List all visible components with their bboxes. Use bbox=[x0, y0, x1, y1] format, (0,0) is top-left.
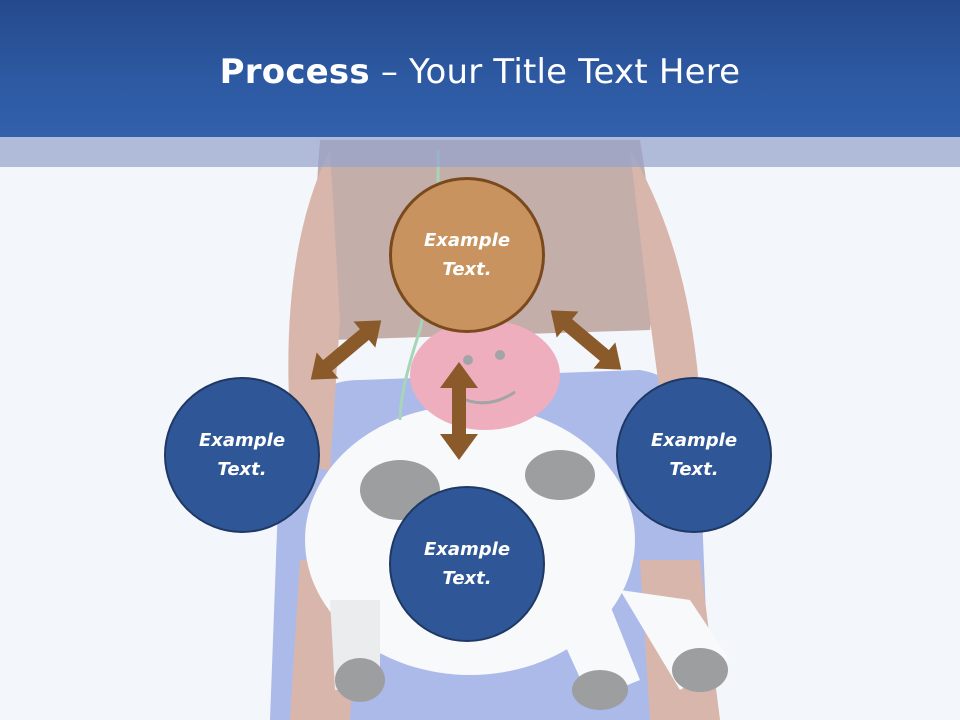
node-top: Example Text. bbox=[389, 177, 545, 333]
slide-title: Process – Your Title Text Here bbox=[0, 52, 960, 92]
title-rest: Your Title Text Here bbox=[409, 52, 741, 92]
node-right-label: Example Text. bbox=[650, 430, 738, 480]
node-left-label: Example Text. bbox=[198, 430, 286, 480]
arrow-top-left bbox=[310, 320, 382, 380]
title-bar: Process – Your Title Text Here bbox=[0, 0, 960, 137]
node-bottom-label: Example Text. bbox=[423, 539, 511, 589]
title-accent-band bbox=[0, 137, 960, 167]
node-left: Example Text. bbox=[164, 377, 320, 533]
node-top-label: Example Text. bbox=[423, 230, 511, 280]
arrow-center-vertical bbox=[440, 362, 478, 460]
title-bold: Process bbox=[219, 52, 370, 92]
arrow-top-right bbox=[550, 310, 622, 370]
node-right: Example Text. bbox=[616, 377, 772, 533]
node-bottom: Example Text. bbox=[389, 486, 545, 642]
title-separator: – bbox=[369, 52, 410, 92]
